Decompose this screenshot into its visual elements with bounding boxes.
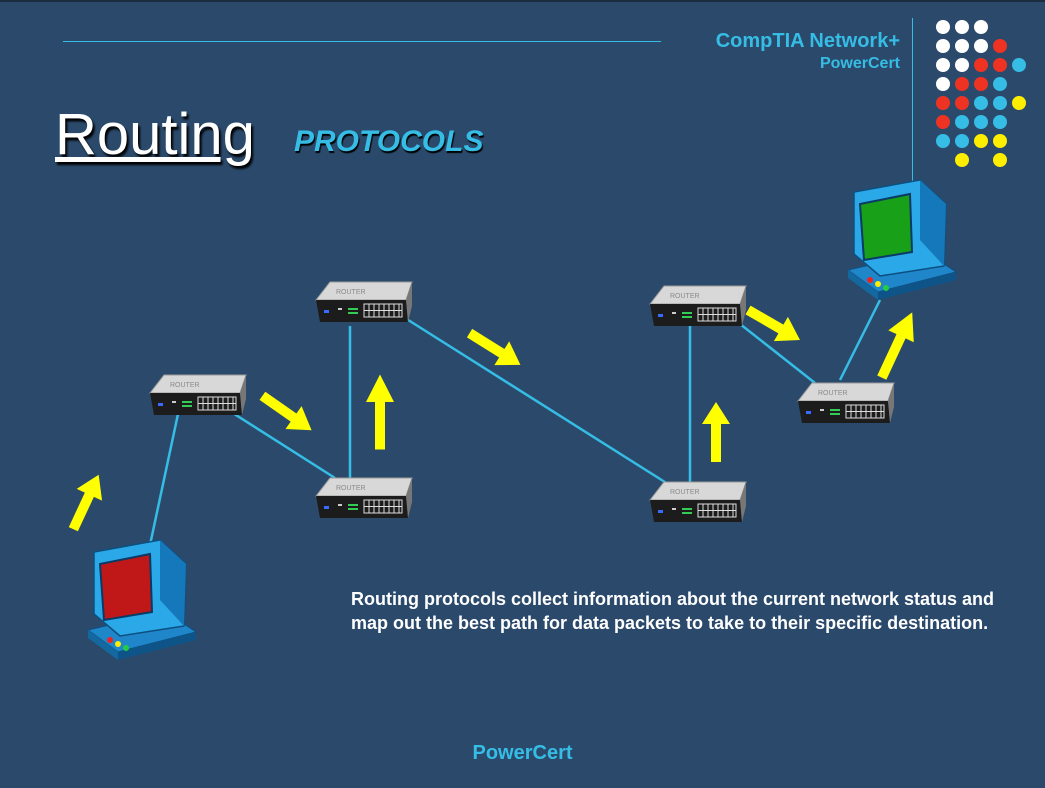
arrow-router-2-to-router-5 — [462, 321, 528, 377]
slide-subtitle: PROTOCOLS — [294, 125, 484, 158]
router-4: ROUTER — [649, 285, 747, 327]
logo-dot — [955, 153, 969, 167]
logo-dot — [955, 20, 969, 34]
network-diagram: ROUTER ROUTER ROUTER ROUTER ROUTER ROUTE… — [60, 179, 958, 660]
logo-dot — [936, 20, 950, 34]
router-1: ROUTER — [149, 374, 247, 416]
slide-title: Routing — [55, 102, 255, 167]
logo-dot — [936, 134, 950, 148]
logo-dot — [993, 134, 1007, 148]
logo-dot — [955, 96, 969, 110]
network-links — [148, 299, 882, 546]
logo-dot — [1012, 58, 1026, 72]
logo-dot — [974, 58, 988, 72]
brand-title: CompTIA Network+ — [715, 30, 900, 52]
logo-dot — [936, 115, 950, 129]
logo-dot — [974, 96, 988, 110]
router-label: ROUTER — [170, 382, 200, 389]
logo-dot — [974, 39, 988, 53]
logo-dot — [936, 39, 950, 53]
logo-dot — [974, 20, 988, 34]
slide-description: Routing protocols collect information ab… — [351, 589, 995, 633]
arrow-router-5-to-router-4 — [702, 402, 730, 462]
brand-subtitle: PowerCert — [819, 55, 900, 72]
router-6: ROUTER — [797, 382, 895, 424]
router-5: ROUTER — [649, 481, 747, 523]
logo-dot — [974, 115, 988, 129]
router-label: ROUTER — [818, 390, 848, 397]
link-router-2-router-5 — [404, 316, 669, 486]
router-3: ROUTER — [315, 477, 413, 519]
logo-dot — [993, 115, 1007, 129]
header-rule — [63, 41, 661, 42]
logo-dot — [993, 153, 1007, 167]
logo-dot — [936, 77, 950, 91]
path-arrows — [60, 297, 925, 536]
logo-dot — [993, 96, 1007, 110]
arrow-source-to-router-1 — [60, 468, 112, 536]
dot-grid-logo — [936, 20, 1026, 167]
logo-dot — [955, 39, 969, 53]
footer-brand: PowerCert — [472, 742, 573, 764]
link-router-1-router-3 — [227, 408, 336, 480]
router-label: ROUTER — [670, 293, 700, 300]
link-router-4-router-6 — [734, 319, 816, 384]
top-rule — [0, 0, 1045, 2]
logo-dot — [955, 134, 969, 148]
logo-dot — [974, 77, 988, 91]
logo-dot — [936, 58, 950, 72]
logo-dot — [993, 77, 1007, 91]
arrow-router-6-to-destination — [869, 306, 925, 384]
logo-dot — [993, 39, 1007, 53]
logo-dot — [974, 134, 988, 148]
router-label: ROUTER — [336, 289, 366, 296]
router-2: ROUTER — [315, 281, 413, 323]
router-label: ROUTER — [336, 485, 366, 492]
vertical-rule — [912, 18, 913, 218]
logo-dot — [936, 96, 950, 110]
logo-dot — [955, 115, 969, 129]
link-router-6-destination — [838, 299, 882, 381]
arrow-router-4-to-router-6 — [741, 297, 807, 353]
logo-dot — [955, 77, 969, 91]
source-computer — [86, 539, 198, 660]
router-label: ROUTER — [670, 489, 700, 496]
arrow-router-3-to-router-2 — [366, 374, 394, 450]
destination-computer — [846, 179, 958, 300]
link-source-router-1 — [148, 413, 180, 546]
logo-dot — [955, 58, 969, 72]
logo-dot — [993, 58, 1007, 72]
logo-dot — [1012, 96, 1026, 110]
